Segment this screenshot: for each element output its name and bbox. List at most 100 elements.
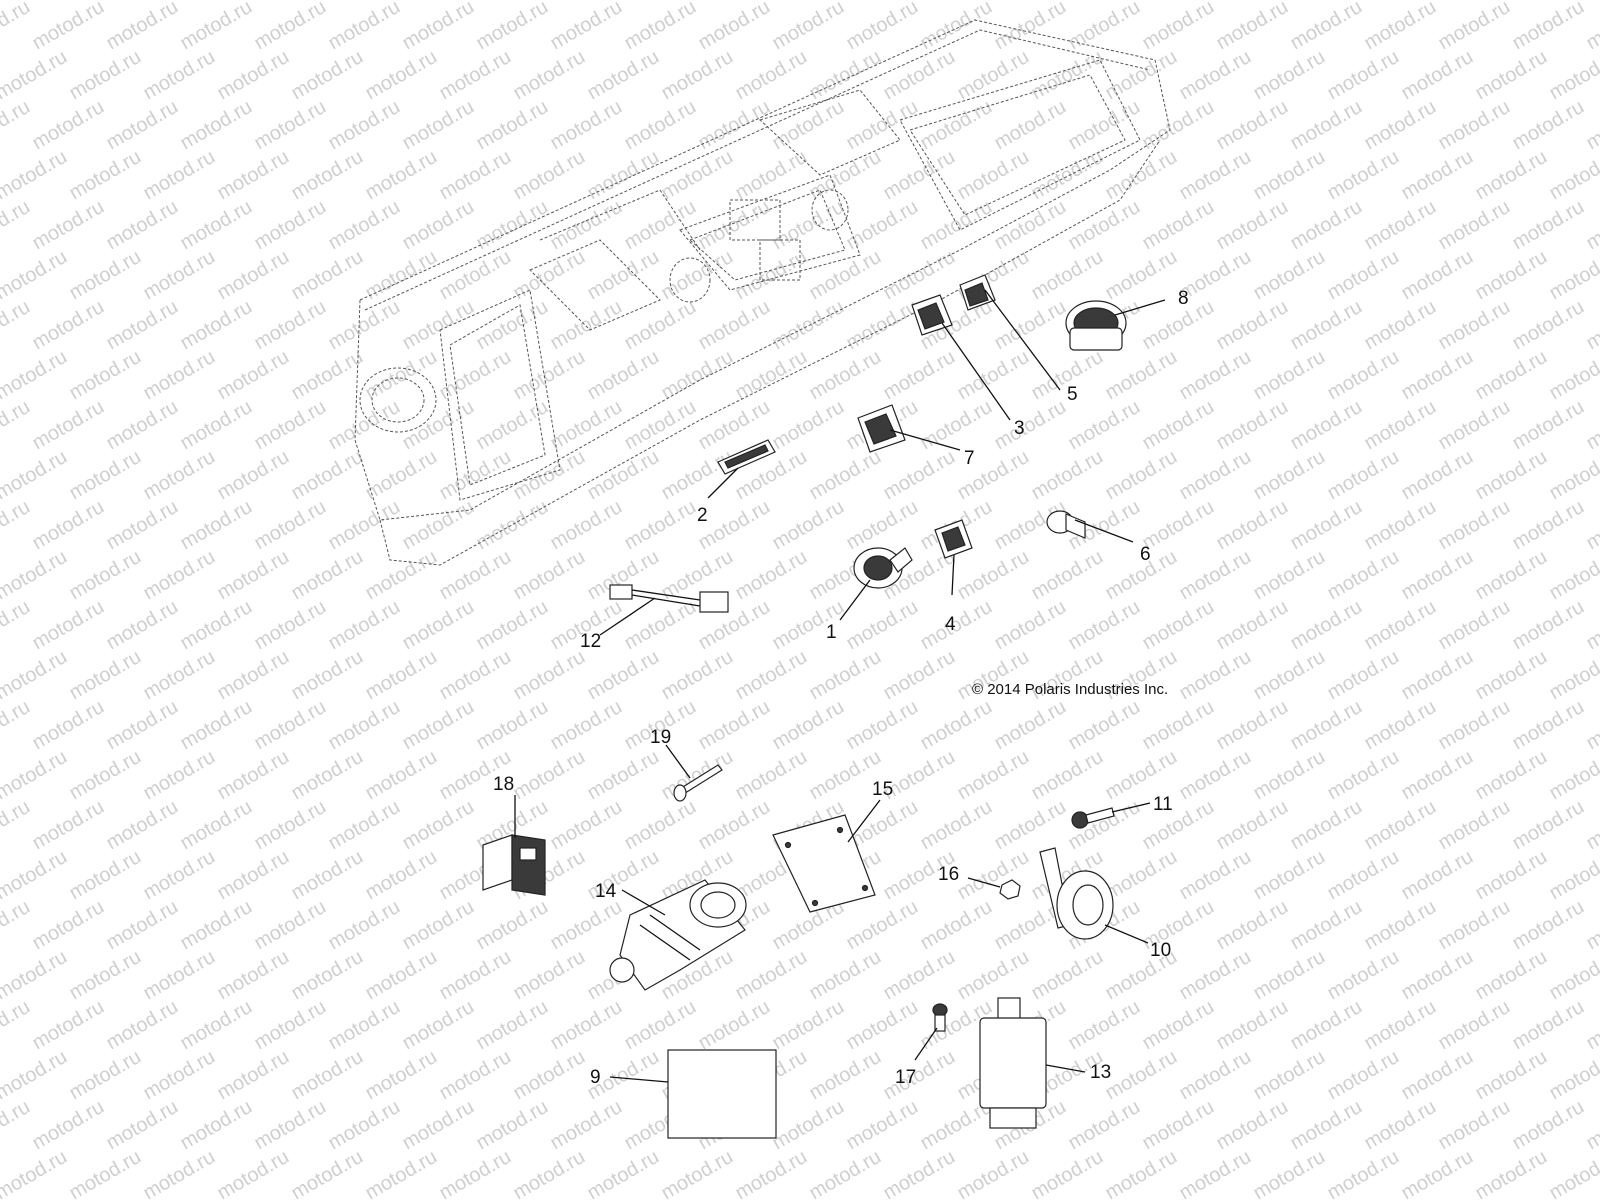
- watermark-text: motod.ru: [1028, 446, 1107, 505]
- watermark-text: motod.ru: [843, 696, 922, 755]
- watermark-text: motod.ru: [29, 396, 108, 455]
- watermark-text: motod.ru: [325, 396, 404, 455]
- watermark-text: motod.ru: [399, 296, 478, 355]
- watermark-text: motod.ru: [1028, 546, 1107, 605]
- watermark-text: motod.ru: [1102, 346, 1181, 405]
- watermark-text: motod.ru: [103, 496, 182, 555]
- watermark-text: motod.ru: [695, 796, 774, 855]
- watermark-text: motod.ru: [1509, 796, 1588, 855]
- watermark-text: motod.ru: [177, 596, 256, 655]
- watermark-text: motod.ru: [29, 696, 108, 755]
- watermark-text: motod.ru: [732, 346, 811, 405]
- watermark-text: motod.ru: [251, 396, 330, 455]
- watermark-text: motod.ru: [399, 796, 478, 855]
- watermark-text: motod.ru: [362, 1046, 441, 1105]
- watermark-text: motod.ru: [621, 0, 700, 54]
- watermark-text: motod.ru: [695, 296, 774, 355]
- watermark-text: motod.ru: [325, 96, 404, 155]
- watermark-text: motod.ru: [1065, 696, 1144, 755]
- watermark-text: motod.ru: [1213, 196, 1292, 255]
- watermark-text: motod.ru: [1398, 146, 1477, 205]
- watermark-text: motod.ru: [1213, 296, 1292, 355]
- watermark-text: motod.ru: [917, 96, 996, 155]
- watermark-text: motod.ru: [140, 246, 219, 305]
- watermark-text: motod.ru: [1435, 496, 1514, 555]
- watermark-text: motod.ru: [1213, 596, 1292, 655]
- watermark-text: motod.ru: [251, 1096, 330, 1155]
- watermark-text: motod.ru: [1139, 1196, 1218, 1200]
- watermark-text: motod.ru: [1287, 796, 1366, 855]
- watermark-text: motod.ru: [658, 746, 737, 805]
- watermark-text: motod.ru: [436, 1146, 515, 1200]
- watermark-text: motod.ru: [1509, 1196, 1588, 1200]
- watermark-text: motod.ru: [510, 646, 589, 705]
- watermark-text: motod.ru: [1213, 1096, 1292, 1155]
- watermark-text: motod.ru: [0, 646, 71, 705]
- watermark-text: motod.ru: [66, 46, 145, 105]
- watermark-text: motod.ru: [1250, 946, 1329, 1005]
- watermark-text: motod.ru: [510, 746, 589, 805]
- wire-harness-icon: [609, 584, 729, 613]
- watermark-text: motod.ru: [1583, 296, 1600, 355]
- watermark-text: motod.ru: [214, 846, 293, 905]
- watermark-text: motod.ru: [1139, 696, 1218, 755]
- watermark-text: motod.ru: [288, 46, 367, 105]
- watermark-text: motod.ru: [1509, 596, 1588, 655]
- watermark-text: motod.ru: [1509, 0, 1588, 54]
- watermark-text: motod.ru: [1213, 696, 1292, 755]
- watermark-text: motod.ru: [66, 346, 145, 405]
- watermark-text: motod.ru: [103, 596, 182, 655]
- watermark-text: motod.ru: [1028, 246, 1107, 305]
- leader-lines: [514, 289, 1166, 1083]
- gauge-icon: [1065, 300, 1127, 351]
- watermark-text: motod.ru: [1213, 96, 1292, 155]
- watermark-text: motod.ru: [954, 46, 1033, 105]
- watermark-text: motod.ru: [1472, 0, 1551, 4]
- callout-3: 3: [1014, 418, 1025, 439]
- ignition-switch-icon: [853, 547, 913, 589]
- watermark-text: motod.ru: [140, 746, 219, 805]
- watermark-text: motod.ru: [1139, 96, 1218, 155]
- rocker-switch-icon: [911, 294, 953, 336]
- watermark-text: motod.ru: [325, 896, 404, 955]
- watermark-text: motod.ru: [1398, 646, 1477, 705]
- watermark-text: motod.ru: [1361, 596, 1440, 655]
- watermark-text: motod.ru: [880, 346, 959, 405]
- watermark-text: motod.ru: [547, 796, 626, 855]
- watermark-text: motod.ru: [658, 646, 737, 705]
- watermark-text: motod.ru: [325, 0, 404, 54]
- watermark-text: motod.ru: [1361, 0, 1440, 54]
- callout-4: 4: [945, 614, 956, 635]
- watermark-text: motod.ru: [140, 1146, 219, 1200]
- watermark-text: motod.ru: [584, 346, 663, 405]
- horn-icon: [1039, 847, 1114, 940]
- watermark-text: motod.ru: [251, 196, 330, 255]
- watermark-text: motod.ru: [1546, 46, 1600, 105]
- watermark-text: motod.ru: [954, 846, 1033, 905]
- watermark-text: motod.ru: [1213, 996, 1292, 1055]
- watermark-text: motod.ru: [1287, 596, 1366, 655]
- watermark-text: motod.ru: [1361, 996, 1440, 1055]
- watermark-text: motod.ru: [1472, 846, 1551, 905]
- rocker-switch-icon: [934, 519, 973, 559]
- watermark-text: motod.ru: [621, 396, 700, 455]
- watermark-text: motod.ru: [177, 696, 256, 755]
- watermark-text: motod.ru: [1435, 796, 1514, 855]
- watermark-text: motod.ru: [1102, 1146, 1181, 1200]
- watermark-text: motod.ru: [1583, 596, 1600, 655]
- watermark-text: motod.ru: [1398, 446, 1477, 505]
- relay-icon: [979, 997, 1047, 1129]
- watermark-text: motod.ru: [1583, 0, 1600, 54]
- watermark-text: motod.ru: [1102, 146, 1181, 205]
- watermark-text: motod.ru: [0, 46, 71, 105]
- watermark-text: motod.ru: [29, 1096, 108, 1155]
- watermark-text: motod.ru: [547, 1096, 626, 1155]
- watermark-text: motod.ru: [1583, 196, 1600, 255]
- watermark-text: motod.ru: [1065, 996, 1144, 1055]
- watermark-text: motod.ru: [1361, 296, 1440, 355]
- watermark-text: motod.ru: [251, 96, 330, 155]
- watermark-text: motod.ru: [1250, 546, 1329, 605]
- watermark-text: motod.ru: [843, 1096, 922, 1155]
- watermark-text: motod.ru: [66, 446, 145, 505]
- watermark-text: motod.ru: [880, 246, 959, 305]
